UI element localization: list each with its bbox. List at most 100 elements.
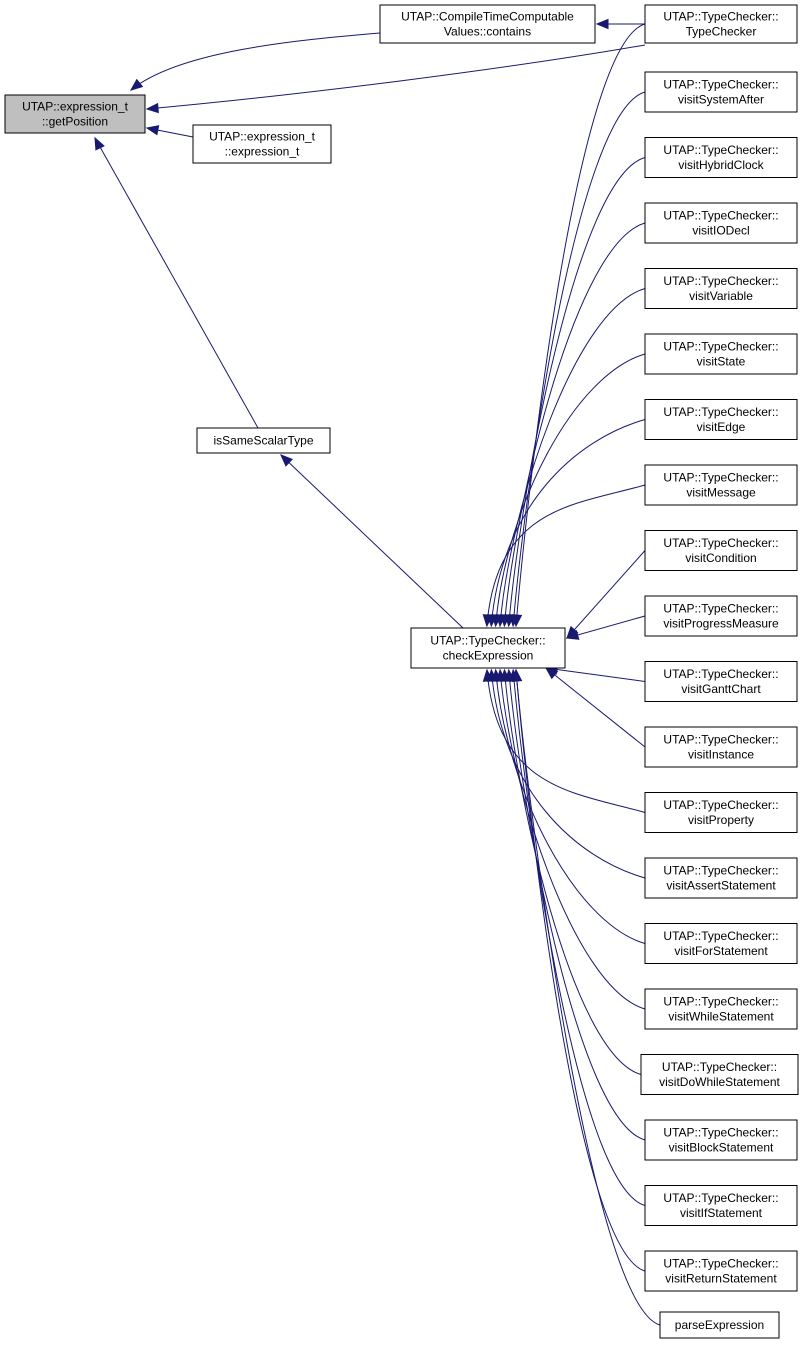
edge-visit-hybrid-clock — [504, 157, 646, 628]
edge-type-checker-ctor — [595, 18, 645, 30]
node-label-line: visitIODecl — [692, 224, 749, 238]
node-box — [644, 988, 798, 1030]
edge-line — [512, 91, 646, 627]
node-visit-block-statement[interactable]: UTAP::TypeChecker::visitBlockStatement — [644, 1119, 798, 1161]
node-visit-message[interactable]: UTAP::TypeChecker::visitMessage — [644, 464, 798, 506]
node-label-line: UTAP::TypeChecker:: — [430, 634, 545, 648]
node-box — [644, 595, 798, 637]
node-label-line: UTAP::TypeChecker:: — [663, 536, 778, 550]
node-is-same-scalar-type[interactable]: isSameScalarType — [196, 427, 331, 454]
edge-line — [490, 669, 646, 879]
node-box — [644, 202, 798, 244]
node-box — [644, 661, 798, 702]
edge-type-checker-ctor — [511, 23, 646, 628]
node-visit-variable[interactable]: UTAP::TypeChecker::visitVariable — [644, 268, 798, 309]
node-check-expression[interactable]: UTAP::TypeChecker::checkExpression — [410, 627, 566, 669]
edge-contains — [129, 32, 381, 91]
node-box — [192, 124, 332, 164]
node-visit-progress-measure[interactable]: UTAP::TypeChecker::visitProgressMeasure — [644, 595, 798, 637]
node-label-line: UTAP::TypeChecker:: — [663, 798, 778, 812]
node-visit-property[interactable]: UTAP::TypeChecker::visitProperty — [644, 792, 798, 833]
edge-visit-progress-measure — [565, 615, 646, 640]
node-label-line: ::getPosition — [42, 115, 108, 129]
node-label-line: visitDoWhileStatement — [659, 1075, 780, 1089]
arrowhead — [94, 136, 105, 151]
node-box — [644, 923, 798, 964]
node-visit-edge[interactable]: UTAP::TypeChecker::visitEdge — [644, 399, 798, 440]
node-visit-iodecl[interactable]: UTAP::TypeChecker::visitIODecl — [644, 202, 798, 244]
edge-line — [545, 667, 646, 748]
node-box — [644, 71, 798, 113]
node-type-checker-ctor[interactable]: UTAP::TypeChecker::TypeChecker — [644, 4, 798, 44]
node-visit-condition[interactable]: UTAP::TypeChecker::visitCondition — [644, 530, 798, 571]
node-label-line: UTAP::TypeChecker:: — [663, 733, 778, 747]
edge-line — [499, 288, 646, 627]
edge-visit-iodecl — [500, 222, 646, 628]
node-visit-state[interactable]: UTAP::TypeChecker::visitState — [644, 333, 798, 375]
node-label-line: UTAP::TypeChecker:: — [663, 274, 778, 288]
node-label-line: visitCondition — [685, 551, 756, 565]
node-visit-system-after[interactable]: UTAP::TypeChecker::visitSystemAfter — [644, 71, 798, 113]
node-label-line: UTAP::expression_t — [209, 130, 315, 144]
node-visit-do-while-statement[interactable]: UTAP::TypeChecker::visitDoWhileStatement — [640, 1054, 799, 1095]
node-visit-while-statement[interactable]: UTAP::TypeChecker::visitWhileStatement — [644, 988, 798, 1030]
node-label-line: Values::contains — [444, 25, 531, 39]
node-box — [196, 427, 331, 454]
edge-line — [503, 669, 642, 1075]
edge-line — [499, 669, 646, 1010]
node-label-line: visitMessage — [686, 486, 756, 500]
node-label-line: visitState — [697, 355, 746, 369]
node-label-line: visitBlockStatement — [669, 1141, 774, 1155]
edge-line — [515, 669, 646, 1272]
node-visit-if-statement[interactable]: UTAP::TypeChecker::visitIfStatement — [644, 1185, 798, 1226]
nodes-layer: UTAP::expression_t::getPosition UTAP::Com… — [4, 4, 799, 1339]
node-label-line: visitIfStatement — [680, 1206, 763, 1220]
edge-visit-while-statement — [495, 668, 646, 1010]
edge-line — [94, 137, 259, 429]
node-label-line: visitVariable — [689, 289, 753, 303]
node-visit-instance[interactable]: UTAP::TypeChecker::visitInstance — [644, 726, 798, 768]
edge-line — [146, 44, 646, 110]
node-box — [644, 464, 798, 506]
edge-line — [545, 667, 646, 682]
node-visit-for-statement[interactable]: UTAP::TypeChecker::visitForStatement — [644, 923, 798, 964]
edge-line — [508, 157, 646, 627]
edge-line — [486, 484, 646, 627]
node-expr-ctor[interactable]: UTAP::expression_t::expression_t — [192, 124, 332, 164]
edge-is-same-scalar-type — [94, 136, 259, 429]
arrowhead — [511, 668, 523, 682]
node-label-line: parseExpression — [675, 1318, 764, 1332]
node-label-line: UTAP::TypeChecker:: — [663, 929, 778, 943]
node-parse-expression[interactable]: parseExpression — [659, 1311, 780, 1339]
node-contains[interactable]: UTAP::CompileTimeComputableValues::conta… — [379, 4, 596, 44]
node-label-line: visitInstance — [688, 748, 754, 762]
edge-check-expression — [280, 454, 464, 629]
node-box — [644, 530, 798, 571]
node-label-line: visitForStatement — [674, 944, 768, 958]
node-box — [410, 627, 566, 669]
edge-visit-assert-statement — [487, 668, 646, 879]
node-visit-return-statement[interactable]: UTAP::TypeChecker::visitReturnStatement — [644, 1250, 798, 1292]
node-label-line: UTAP::TypeChecker:: — [663, 471, 778, 485]
arrowhead — [544, 667, 559, 680]
edge-line — [566, 550, 646, 639]
edges-layer — [94, 18, 661, 1326]
edge-parse-expression — [511, 668, 661, 1326]
node-label-line: visitGanttChart — [681, 682, 761, 696]
node-label-line: visitReturnStatement — [665, 1272, 777, 1286]
node-label-line: UTAP::TypeChecker:: — [663, 864, 778, 878]
node-label-line: checkExpression — [443, 649, 534, 663]
node-visit-gantt-chart[interactable]: UTAP::TypeChecker::visitGanttChart — [644, 661, 798, 702]
node-label-line: UTAP::TypeChecker:: — [663, 1126, 778, 1140]
arrowhead — [129, 78, 144, 91]
node-box — [644, 268, 798, 309]
edge-visit-return-statement — [511, 668, 646, 1272]
node-visit-assert-statement[interactable]: UTAP::TypeChecker::visitAssertStatement — [644, 857, 798, 899]
node-label-line: visitHybridClock — [678, 158, 764, 172]
node-box — [644, 399, 798, 440]
edge-line — [495, 353, 646, 627]
node-get-position[interactable]: UTAP::expression_t::getPosition — [4, 94, 146, 134]
node-label-line: visitSystemAfter — [678, 93, 764, 107]
node-visit-hybrid-clock[interactable]: UTAP::TypeChecker::visitHybridClock — [644, 137, 798, 178]
node-label-line: UTAP::CompileTimeComputable — [401, 10, 574, 24]
